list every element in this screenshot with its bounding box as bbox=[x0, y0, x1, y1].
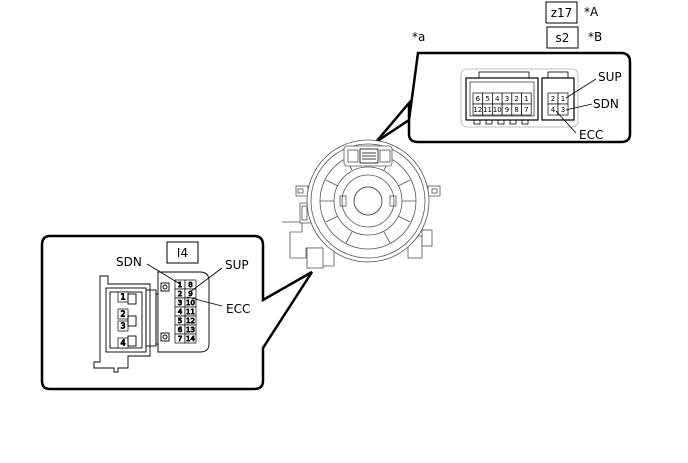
i4-side-pin: 1 bbox=[120, 293, 125, 302]
i4-side-pin-cell bbox=[117, 308, 129, 320]
i4-pin: 14 bbox=[186, 335, 195, 343]
label-sup-left: SUP bbox=[225, 258, 249, 272]
label-ecc-top: ECC bbox=[579, 128, 603, 142]
spiral-cable-assembly bbox=[282, 139, 441, 269]
i4-pin: 13 bbox=[186, 326, 195, 334]
label-sdn-top: SDN bbox=[593, 97, 619, 111]
z17-pin: 1 bbox=[524, 95, 528, 103]
i4-pin: 5 bbox=[178, 317, 182, 325]
i4-side-pin: 2 bbox=[120, 310, 125, 319]
i4-pin-cell bbox=[184, 333, 197, 344]
s2-pin: 4 bbox=[551, 106, 556, 114]
leader-sdn-left bbox=[146, 263, 181, 285]
s2-pin: 2 bbox=[551, 95, 555, 103]
z17-pin: 10 bbox=[493, 106, 502, 114]
i4-pin: 6 bbox=[178, 326, 183, 334]
i4-pin: 8 bbox=[188, 281, 192, 289]
top-connector-frame bbox=[460, 68, 579, 128]
i4-pin: 1 bbox=[178, 281, 182, 289]
i4-pin: 12 bbox=[186, 317, 195, 325]
i4-side-pin: 3 bbox=[120, 322, 125, 331]
i4-pin: 10 bbox=[186, 299, 195, 307]
z17-pin: 11 bbox=[483, 106, 492, 114]
callout-B: *B bbox=[588, 30, 602, 44]
z17-pin: 5 bbox=[485, 95, 489, 103]
i4-pin: 11 bbox=[186, 308, 195, 316]
code-s2: s2 bbox=[556, 31, 570, 45]
i4-pin: 9 bbox=[188, 290, 192, 298]
i4-side-pin: 4 bbox=[120, 339, 125, 348]
z17-pin: 12 bbox=[473, 106, 482, 114]
z17-pin-cell bbox=[521, 103, 532, 116]
i4-pin: 3 bbox=[178, 299, 182, 307]
code-i4: I4 bbox=[177, 246, 188, 260]
i4-side-connector: 1 2 3 4 bbox=[93, 275, 165, 373]
code-z17: z17 bbox=[551, 6, 573, 20]
z17-pin: 8 bbox=[514, 106, 518, 114]
top-callout-balloon bbox=[375, 51, 632, 144]
code-z17-box: z17 bbox=[545, 1, 578, 24]
leader-ecc-left bbox=[186, 296, 223, 307]
label-ecc-left: ECC bbox=[226, 302, 250, 316]
leader-sup-left bbox=[189, 267, 223, 293]
label-sdn-left: SDN bbox=[116, 255, 142, 269]
i4-pin: 4 bbox=[178, 308, 183, 316]
i4-pin: 7 bbox=[178, 335, 182, 343]
code-i4-box: I4 bbox=[166, 241, 199, 264]
leader-sup-top bbox=[565, 78, 597, 99]
z17-pin: 2 bbox=[514, 95, 518, 103]
s2-pin: 3 bbox=[561, 106, 565, 114]
z17-pin: 6 bbox=[476, 95, 481, 103]
left-callout-balloon bbox=[40, 234, 314, 391]
label-sup-top: SUP bbox=[598, 70, 622, 84]
callout-A: *A bbox=[584, 5, 599, 19]
s2-pin: 1 bbox=[561, 95, 565, 103]
z17-pin: 9 bbox=[505, 106, 509, 114]
callout-a: *a bbox=[412, 30, 425, 44]
leader-sdn-top bbox=[565, 103, 593, 111]
code-s2-box: s2 bbox=[546, 26, 579, 49]
z17-pin: 7 bbox=[524, 106, 528, 114]
i4-pin: 2 bbox=[178, 290, 182, 298]
z17-pin: 3 bbox=[505, 95, 509, 103]
leader-ecc-top bbox=[555, 110, 577, 134]
z17-pin: 4 bbox=[495, 95, 500, 103]
